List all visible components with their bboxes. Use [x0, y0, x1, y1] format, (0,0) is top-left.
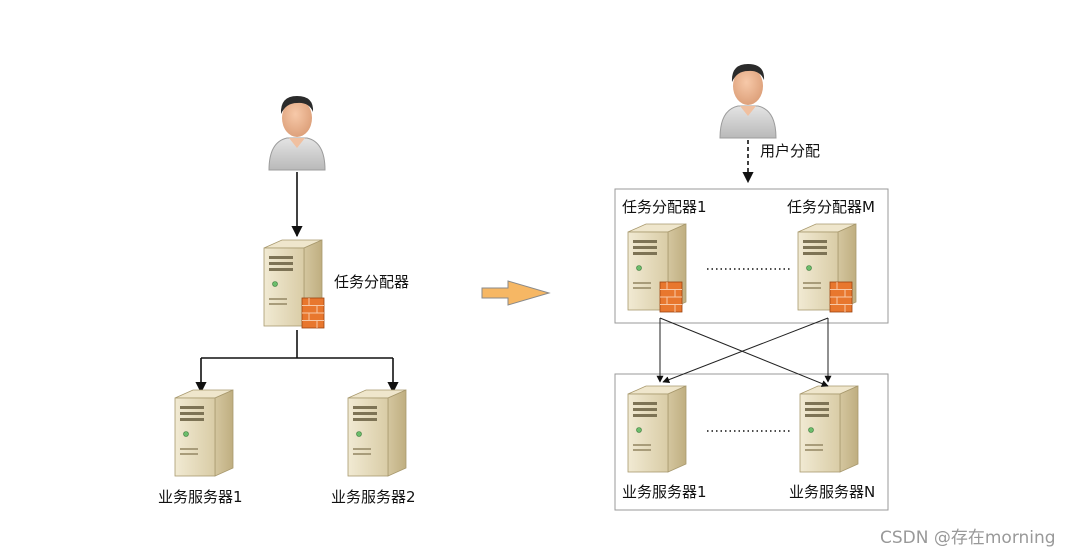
serverN-label: 业务服务器N [789, 483, 875, 501]
business-server-2 [347, 389, 407, 477]
dispatcher-group [614, 188, 889, 324]
dispatcher-server [263, 239, 325, 329]
user-assign-label: 用户分配 [760, 142, 820, 160]
dispatcherM-label: 任务分配器M [787, 198, 875, 216]
dispatcher-to-servers-connector [195, 330, 399, 394]
firewall-icon [829, 281, 853, 313]
business-server-N [799, 385, 859, 473]
dispatcher-M-server [797, 223, 857, 313]
server-group [614, 373, 889, 511]
server1-right-label: 业务服务器1 [622, 483, 707, 501]
right-arrow-icon [481, 280, 551, 306]
watermark: CSDN @存在morning [880, 528, 1056, 548]
dispatcher-label: 任务分配器 [334, 273, 409, 291]
business-server-1-right [627, 385, 687, 473]
firewall-icon [301, 297, 325, 329]
firewall-icon [659, 281, 683, 313]
dispatcher1-label: 任务分配器1 [622, 198, 707, 216]
server1-label: 业务服务器1 [158, 488, 243, 506]
user-icon [268, 95, 326, 171]
dispatcher-server-connections [656, 317, 832, 387]
user-icon-right [719, 63, 777, 139]
server2-label: 业务服务器2 [331, 488, 416, 506]
business-server-1 [174, 389, 234, 477]
dispatcher-1-server [627, 223, 687, 313]
